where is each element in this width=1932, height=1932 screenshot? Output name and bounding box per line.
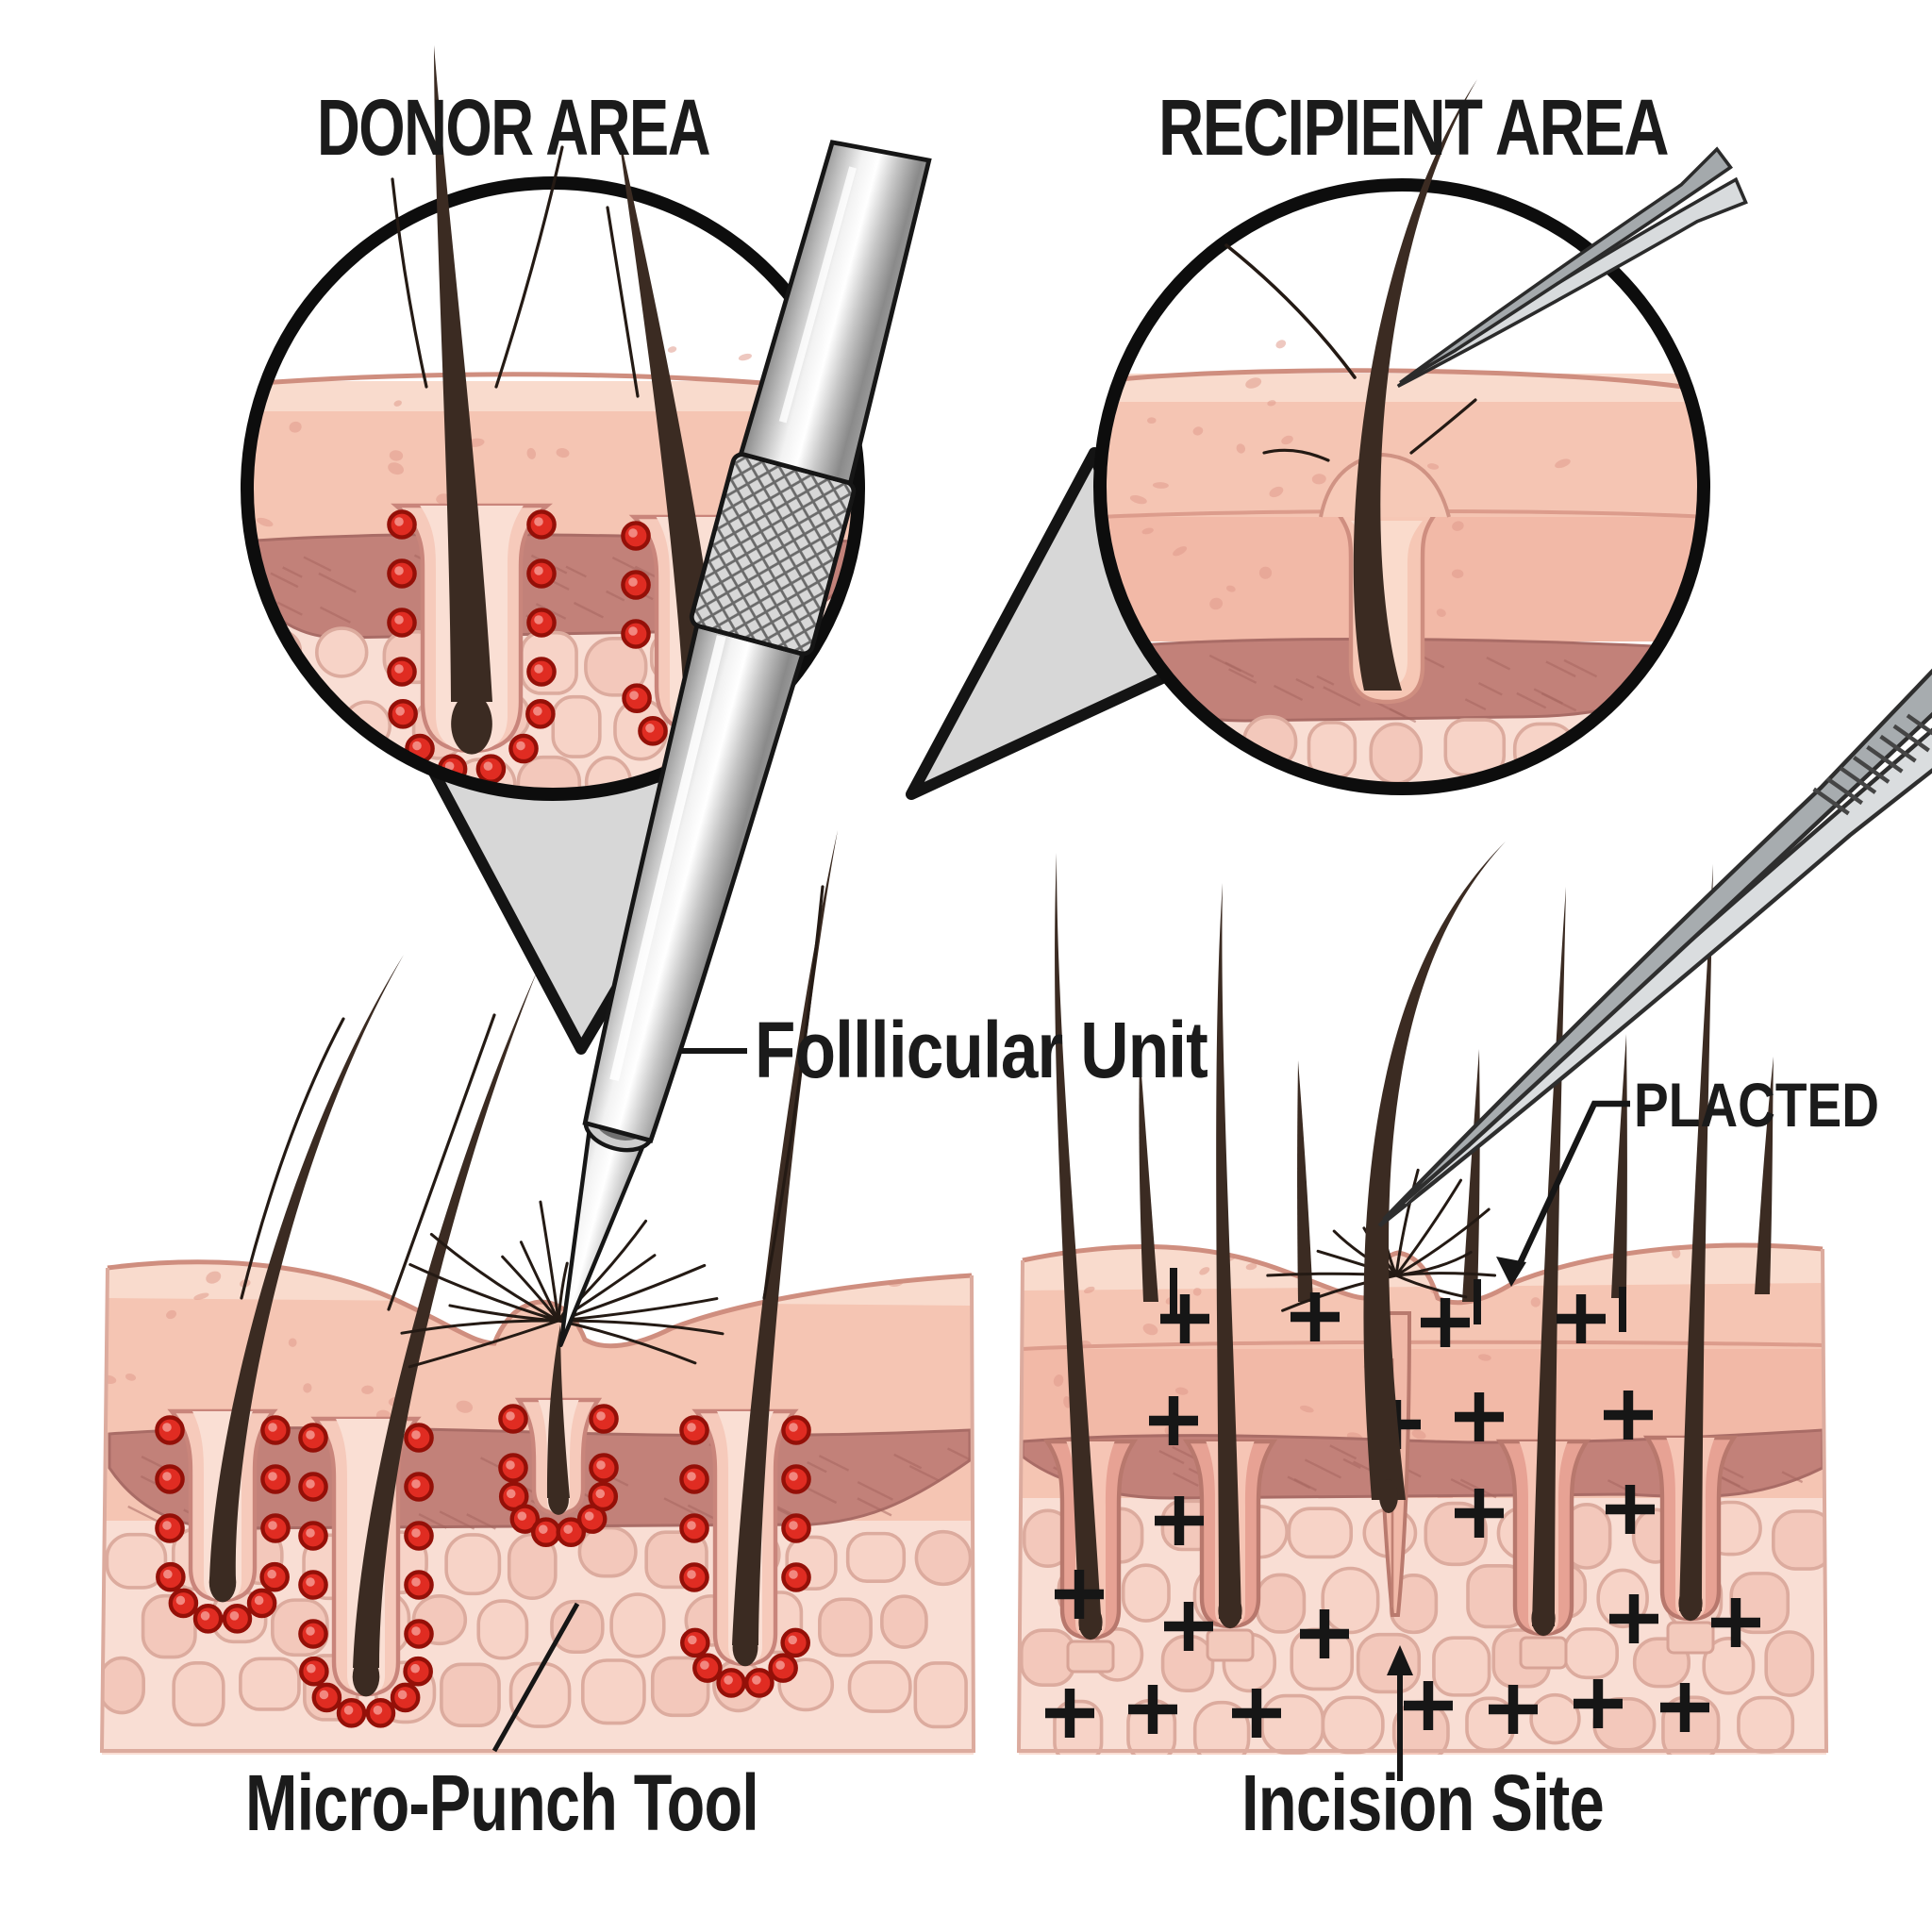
recipient-inset-forceps [1396,146,1748,389]
micro-punch-leader-line [491,1602,580,1753]
incision-tick-marks [1170,1268,1626,1332]
donor-inset-hairs [391,45,721,702]
stray-fine-hairs [1224,243,1477,462]
donor-hairs [209,830,838,1668]
donor-area-title: DONOR AREA [317,83,709,172]
incision-arrowhead [1387,1645,1413,1675]
graft-plus-marks [1045,1292,1760,1738]
forceps-serrations [1812,713,1932,816]
placted-arrowhead [1496,1257,1526,1287]
recipient-area-title: RECIPIENT AREA [1158,83,1668,172]
fat-cells-layer [1104,713,1698,785]
recipient-inset-circle [1093,178,1710,795]
follicular-unit-label: Folllicular Unit [755,1006,1208,1094]
fine-hair-spray [400,1200,724,1369]
micro-punch-tool-illustration [558,140,932,1347]
blood-dots [155,1404,811,1728]
recipient-inset-hair [1353,79,1477,691]
recipient-panel [906,79,1748,800]
implanted-hair [1363,841,1506,1513]
incision-site-label: Incision Site [1241,1758,1604,1847]
recipient-inset-ring [1093,178,1710,795]
placted-leader-line [1514,1100,1630,1272]
recipient-skin-block [1016,584,1932,1781]
placement-forceps-illustration [1377,584,1932,1228]
recipient-follicles [1042,1435,1739,1674]
placted-label: PLACTED [1634,1070,1879,1140]
micro-punch-tool-label: Micro-Punch Tool [245,1758,758,1847]
implant-mound [1319,452,1451,518]
